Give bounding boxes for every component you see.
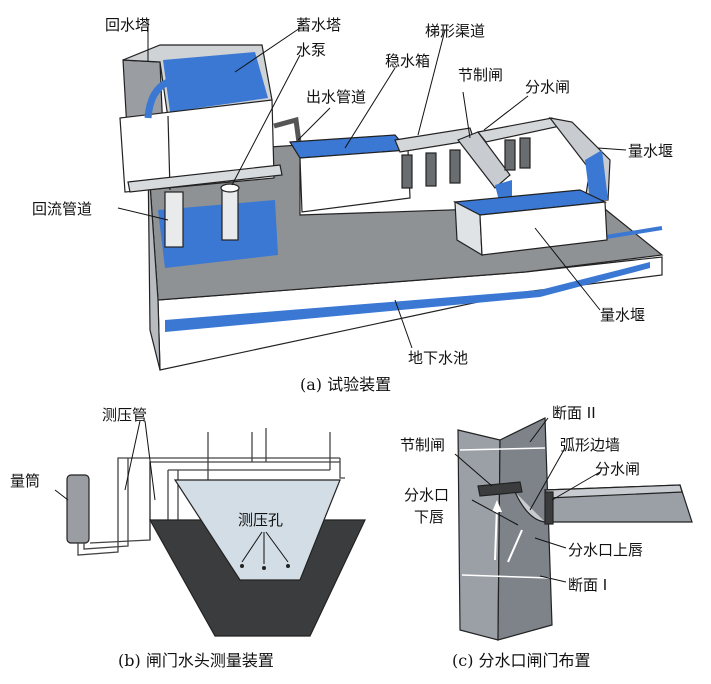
- leader-lower-lip: [471, 499, 519, 526]
- leader-check-gate: [462, 91, 471, 139]
- label-storage-tower: 蓄水塔: [296, 16, 341, 34]
- label-lower-lip-1: 分水口: [404, 486, 449, 504]
- leader-tubes-1: [124, 420, 141, 491]
- leader-tubes-2: [144, 420, 156, 501]
- leader-channel: [417, 29, 446, 136]
- caption-a: (a) 试验装置: [300, 375, 391, 394]
- diversion-gate-c: [544, 491, 554, 525]
- flow-arrow-main-head: [492, 500, 502, 512]
- label-return-pipe: 回流管道: [32, 200, 92, 218]
- leader-return-pipe: [117, 207, 169, 221]
- panel-c-outlet-gate: 断面 II 节制闸 弧形边墙 分水闸 分水口 下唇 分水口上唇 断面 I (c)…: [400, 404, 693, 670]
- diversion-support-1: [504, 139, 516, 171]
- leader-section-1: [539, 575, 567, 583]
- arc-wall: [514, 491, 546, 523]
- stilling-box-front: [299, 149, 411, 213]
- label-channel: 梯形渠道: [425, 22, 485, 40]
- section-2-line: [459, 447, 546, 451]
- weir-pipe: [599, 226, 663, 240]
- flow-arrow-main: [494, 505, 498, 561]
- leader-arc-wall: [529, 447, 566, 511]
- leader-diversion-gate-c: [551, 471, 601, 501]
- label-arc-wall: 弧形边墙: [560, 436, 620, 454]
- return-tower-arc: [144, 78, 170, 119]
- leader-section-2: [529, 417, 549, 443]
- leader-diversion-gate: [483, 95, 529, 131]
- weir-right-water: [585, 150, 608, 200]
- label-pool: 地下水池: [408, 349, 468, 367]
- channel-support-3: [449, 149, 461, 184]
- label-return-tower: 回水塔: [105, 16, 150, 34]
- leader-upper-lip: [534, 537, 567, 549]
- section-1-line: [461, 574, 551, 579]
- diversion-support-2: [519, 137, 531, 169]
- flow-arrow-branch: [507, 529, 523, 563]
- channel-support-2: [425, 152, 437, 187]
- label-outlet-pipe: 出水管道: [306, 88, 366, 106]
- label-cylinder: 量筒: [10, 472, 40, 490]
- storage-tower-front: [119, 99, 275, 193]
- pressure-hole-2: [262, 566, 266, 570]
- label-weir-right: 量水堰: [628, 142, 673, 160]
- label-diversion-gate-c: 分水闸: [595, 460, 640, 478]
- leader-holes-3: [265, 531, 289, 563]
- leader-weir-right: [597, 147, 627, 151]
- pressure-hole-1: [240, 564, 244, 568]
- channel-support-1: [401, 154, 413, 189]
- tower-platform: [127, 164, 283, 193]
- caption-b: (b) 闸门水头测量装置: [118, 651, 274, 670]
- leader-holes-1: [241, 531, 263, 563]
- leader-cylinder: [54, 489, 69, 501]
- panel-a-apparatus: 回水塔 蓄水塔 水泵 梯形渠道 稳水箱 出水管道 节制闸 分水闸 量水堰 回流管…: [32, 16, 673, 394]
- caption-c: (c) 分水口闸门布置: [452, 651, 591, 670]
- pool-left-wall: [147, 154, 161, 371]
- diversion-channel: [476, 117, 562, 143]
- label-weir-front: 量水堰: [600, 306, 645, 324]
- main-channel-right: [497, 417, 553, 641]
- label-pressure-holes: 测压孔: [238, 511, 283, 529]
- label-section-1: 断面 I: [568, 576, 607, 594]
- leader-outlet-pipe: [297, 107, 331, 141]
- pump-column-top: [220, 183, 240, 193]
- underground-water-strip: [165, 262, 650, 332]
- gate-trough-inner: [173, 479, 341, 581]
- leader-storage-tower: [234, 27, 301, 73]
- check-gate: [477, 481, 523, 497]
- label-upper-lip: 分水口上唇: [568, 541, 643, 559]
- panel-b-head-measurement: 测压管 量筒 测压孔 (b) 闸门水头测量装置: [10, 406, 366, 670]
- weir-front-face: [479, 201, 608, 256]
- leader-stilling-box: [344, 67, 396, 149]
- label-check-gate: 节制闸: [458, 66, 503, 84]
- leader-pump: [231, 54, 301, 186]
- tower-pool-water: [158, 200, 278, 268]
- label-lower-lip-2: 下唇: [414, 508, 444, 526]
- leader-check-gate-c: [454, 453, 493, 487]
- label-stilling-box: 稳水箱: [385, 52, 430, 70]
- pressure-hole-3: [286, 564, 290, 568]
- check-gate-box: [457, 131, 511, 189]
- leader-weir-front: [534, 227, 601, 311]
- label-piezometer: 测压管: [102, 406, 147, 424]
- leader-pool: [394, 299, 413, 349]
- label-pump: 水泵: [296, 41, 326, 59]
- pump-column: [221, 187, 239, 241]
- label-diversion-gate: 分水闸: [525, 78, 570, 96]
- label-check-gate-c: 节制闸: [400, 436, 445, 454]
- label-section-2: 断面 II: [552, 404, 596, 422]
- measuring-cylinder: [66, 474, 90, 544]
